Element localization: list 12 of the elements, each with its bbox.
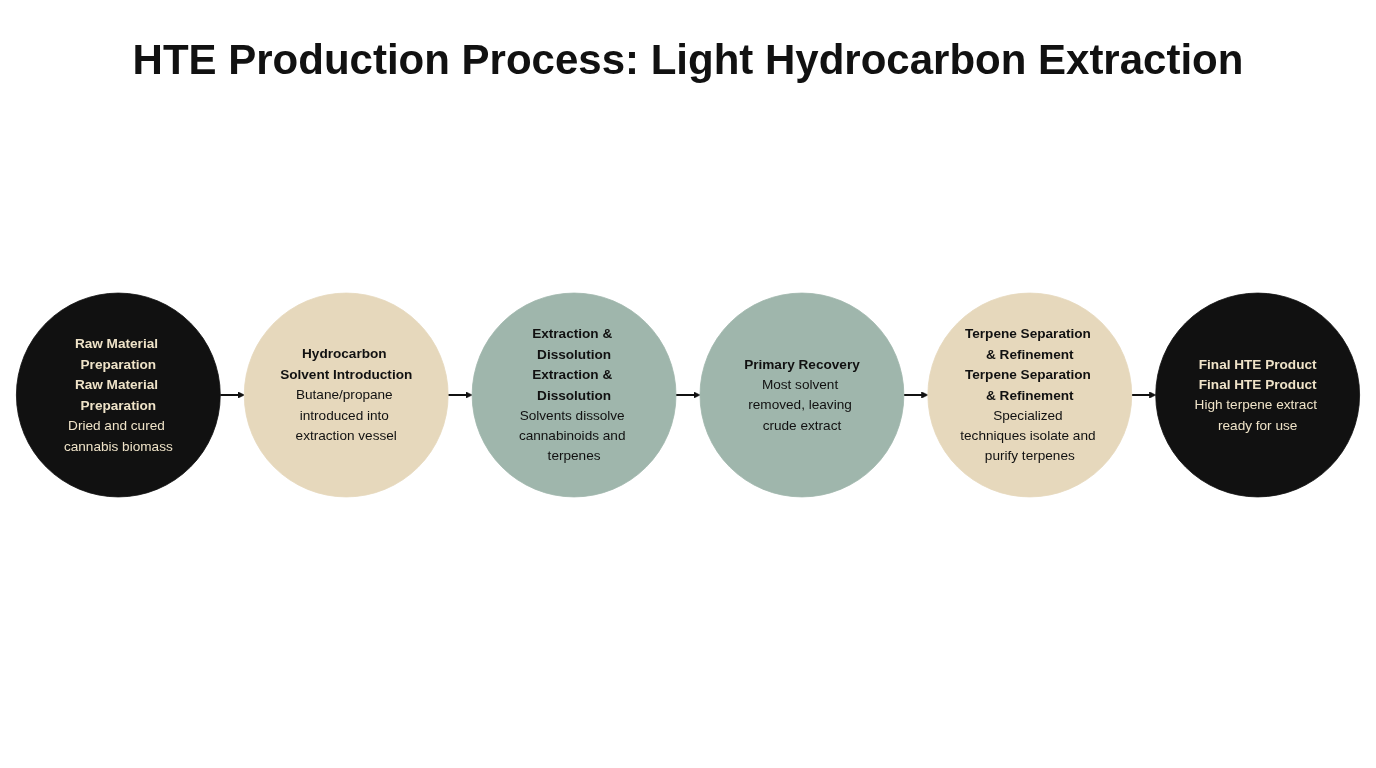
arrow xyxy=(902,391,929,399)
arrow xyxy=(219,391,245,399)
arrow xyxy=(447,391,473,399)
node-circle: Hydrocarbon Solvent Introduction Butane/propane introduced into extraction vessel xyxy=(243,292,449,498)
node-circle: Final HTE Product Final HTE Product High terpene extract ready for use xyxy=(1155,292,1360,498)
arrow xyxy=(1130,391,1157,399)
diagram-title: HTE Production Process: Light Hydrocarbon Extraction xyxy=(132,36,1244,84)
node-circle: Raw Material Preparation Raw Material Preparation Dried and cured cannabis biomass xyxy=(16,292,221,498)
arrow xyxy=(675,391,701,399)
node-circle: Primary Recovery Most solvent removed, leaving crude extract xyxy=(699,292,905,498)
node-circle: Terpene Separation & Refinement Terpene Separation & Refinement Specialized techniques isolate and purify terpenes xyxy=(927,292,1133,498)
node-circle: Extraction & Dissolution Extraction & Dissolution Solvents dissolve cannabinoids and terpenes xyxy=(471,292,677,498)
